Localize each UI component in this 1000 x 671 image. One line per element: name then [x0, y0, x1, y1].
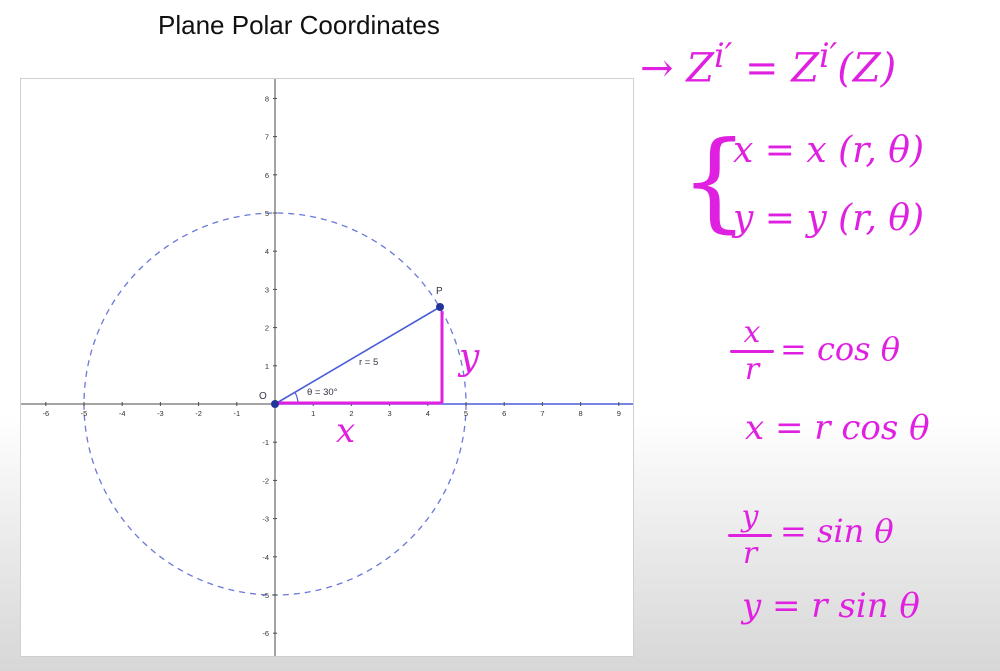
x-tick-label: -4	[119, 409, 126, 418]
y-tick-label: -3	[262, 515, 269, 524]
sin-denominator: r	[742, 536, 758, 571]
radius-ray	[274, 306, 441, 405]
sin-rhs: = sin θ	[780, 512, 894, 550]
origin-label: O	[259, 391, 267, 402]
x-tick-label: 8	[579, 409, 583, 418]
polar-graph[interactable]: -6 -5 -4 -3 -2 -1 1 2 3 4 5 6 7 8 9 -6 -5 -4 -3 -2 -1 1 2 3 4 5 6…	[21, 79, 633, 656]
x-tick-label: -2	[195, 409, 202, 418]
cos-fraction: x r	[730, 318, 774, 385]
x-tick-label: -6	[42, 409, 49, 418]
x-tick-label: 3	[388, 409, 392, 418]
y-tick-label: -5	[262, 591, 269, 600]
y-tick-label: 5	[265, 209, 269, 218]
x-tick-label: 5	[464, 409, 468, 418]
sin-numerator: y	[741, 499, 759, 534]
x-tick-label: 7	[540, 409, 544, 418]
y-equals-r-sin: y = r sin θ	[742, 586, 920, 626]
radius-label: r = 5	[359, 357, 378, 368]
sin-fraction: y r	[728, 502, 772, 569]
handwritten-x-label: x	[336, 411, 355, 451]
y-function-equation: y = y (r, θ)	[733, 198, 925, 239]
y-tick-label: -4	[262, 553, 269, 562]
handwritten-y-label: y	[457, 337, 480, 378]
point-p-label: P	[436, 286, 443, 297]
y-tick-label: 4	[265, 247, 269, 256]
cos-rhs: = cos θ	[780, 330, 901, 368]
origin-point[interactable]	[271, 400, 279, 408]
page-title: Plane Polar Coordinates	[158, 10, 440, 40]
y-tick-label: 3	[265, 285, 269, 294]
y-tick-label: 2	[265, 324, 269, 333]
y-tick-label: -2	[262, 476, 269, 485]
y-tick-label: -6	[262, 629, 269, 638]
x-equals-r-cos: x = r cos θ	[745, 408, 930, 448]
y-tick-label: 6	[265, 171, 269, 180]
x-tick-label: 4	[426, 409, 430, 418]
cos-fraction-bar	[730, 350, 774, 353]
point-p[interactable]	[436, 303, 444, 311]
y-tick-label: 7	[265, 133, 269, 142]
sin-fraction-bar	[728, 534, 772, 537]
x-tick-label: 9	[617, 409, 621, 418]
coordinate-transform-equation: → Zi′ = Zi′(Z)	[640, 36, 897, 92]
system-brace: {	[680, 119, 749, 244]
x-tick-label: 1	[311, 409, 315, 418]
x-tick-label: -5	[81, 409, 88, 418]
x-tick-label: -1	[233, 409, 240, 418]
x-tick-label: 6	[502, 409, 506, 418]
cos-numerator: x	[743, 315, 761, 350]
y-tick-group: -6 -5 -4 -3 -2 -1 1 2 3 4 5 6 7 8	[262, 94, 277, 638]
x-function-equation: x = x (r, θ)	[733, 130, 925, 171]
angle-label: θ = 30°	[307, 387, 338, 398]
y-tick-label: 1	[265, 362, 269, 371]
x-tick-label: 2	[349, 409, 353, 418]
y-tick-label: -1	[262, 438, 269, 447]
x-tick-label: -3	[157, 409, 164, 418]
graph-panel[interactable]: -6 -5 -4 -3 -2 -1 1 2 3 4 5 6 7 8 9 -6 -5 -4 -3 -2 -1 1 2 3 4 5 6…	[20, 78, 634, 657]
cos-denominator: r	[744, 352, 760, 387]
y-tick-label: 8	[265, 94, 269, 103]
